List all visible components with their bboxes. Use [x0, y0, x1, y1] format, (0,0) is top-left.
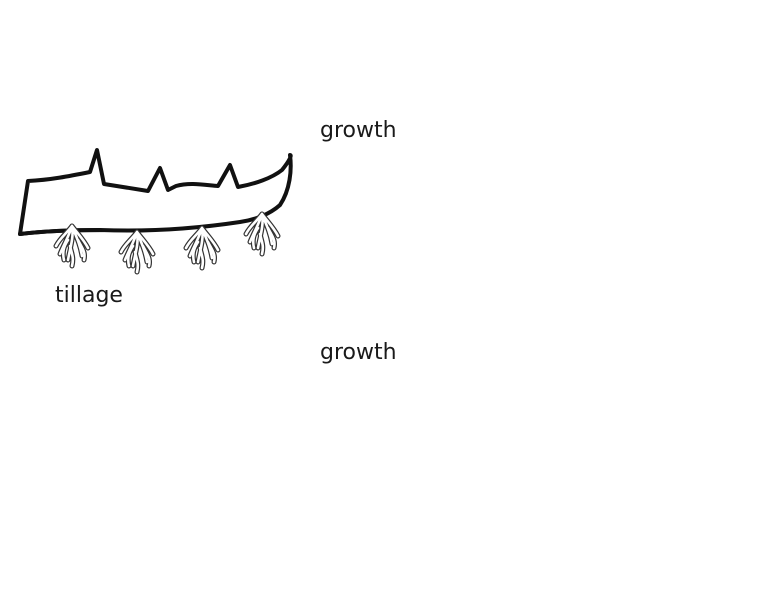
intact-rhizome	[18, 148, 293, 272]
growth-label-top: growth	[320, 118, 397, 143]
growth-label-bottom: growth	[320, 340, 397, 365]
tillage-label: tillage	[55, 283, 123, 308]
